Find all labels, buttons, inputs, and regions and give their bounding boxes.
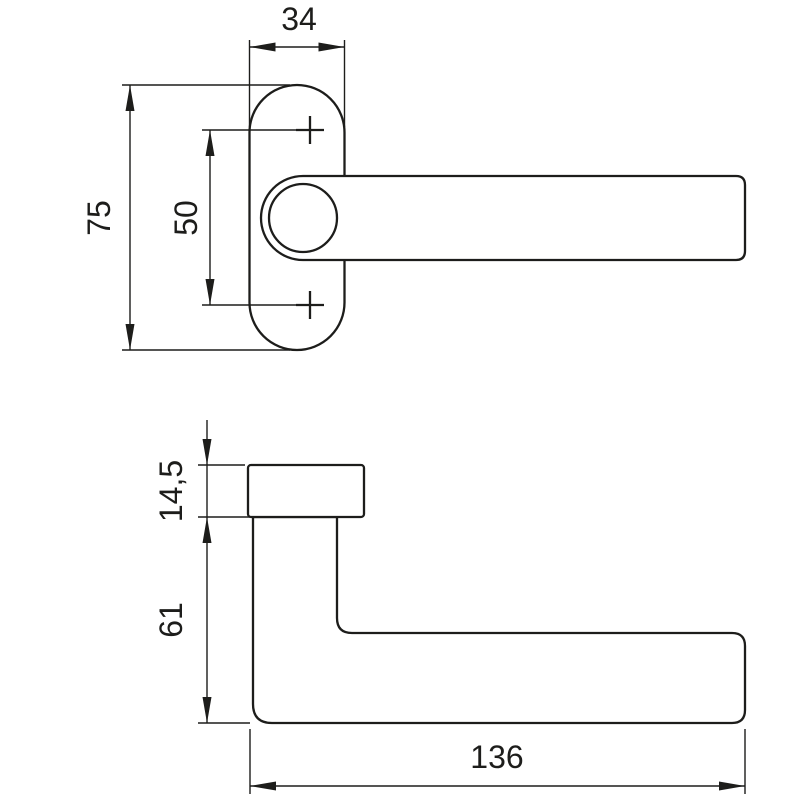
- screw-mark-bottom: [296, 291, 324, 319]
- dim-label-front-width: 34: [281, 1, 317, 37]
- arrowhead-left: [249, 42, 276, 52]
- dim-label-front-height: 75: [81, 200, 117, 236]
- arrowhead-bottom: [205, 279, 215, 305]
- dim-label-projection: 61: [153, 602, 189, 638]
- screw-mark-top: [296, 116, 324, 144]
- dimension-front-height: 75: [81, 84, 290, 351]
- front-view: [248, 83, 747, 352]
- arrowhead-down: [202, 439, 212, 465]
- neck-circle: [267, 182, 339, 254]
- arrowhead-right: [318, 42, 345, 52]
- arrowhead-right: [719, 781, 745, 791]
- dimension-rosette-thickness: 14,5: [153, 420, 250, 543]
- dimension-front-width: 34: [248, 1, 346, 127]
- dim-label-rosette-thickness: 14,5: [153, 460, 189, 522]
- arrowhead-bottom: [125, 324, 135, 350]
- arrowhead-top: [125, 85, 135, 111]
- dimension-projection: 61: [153, 517, 250, 724]
- dimension-grip-length: 136: [249, 729, 746, 794]
- dim-label-grip-length: 136: [470, 739, 523, 775]
- dim-label-hole-spacing: 50: [168, 200, 204, 236]
- dimension-hole-spacing: 50: [168, 129, 296, 306]
- side-view: [246, 463, 747, 725]
- arrowhead-down: [202, 697, 212, 723]
- arrowhead-top: [205, 130, 215, 156]
- lever-front-outline: [259, 174, 747, 262]
- rosette-side-outline: [246, 463, 366, 519]
- lever-side-outline: [251, 515, 747, 725]
- arrowhead-left: [250, 781, 276, 791]
